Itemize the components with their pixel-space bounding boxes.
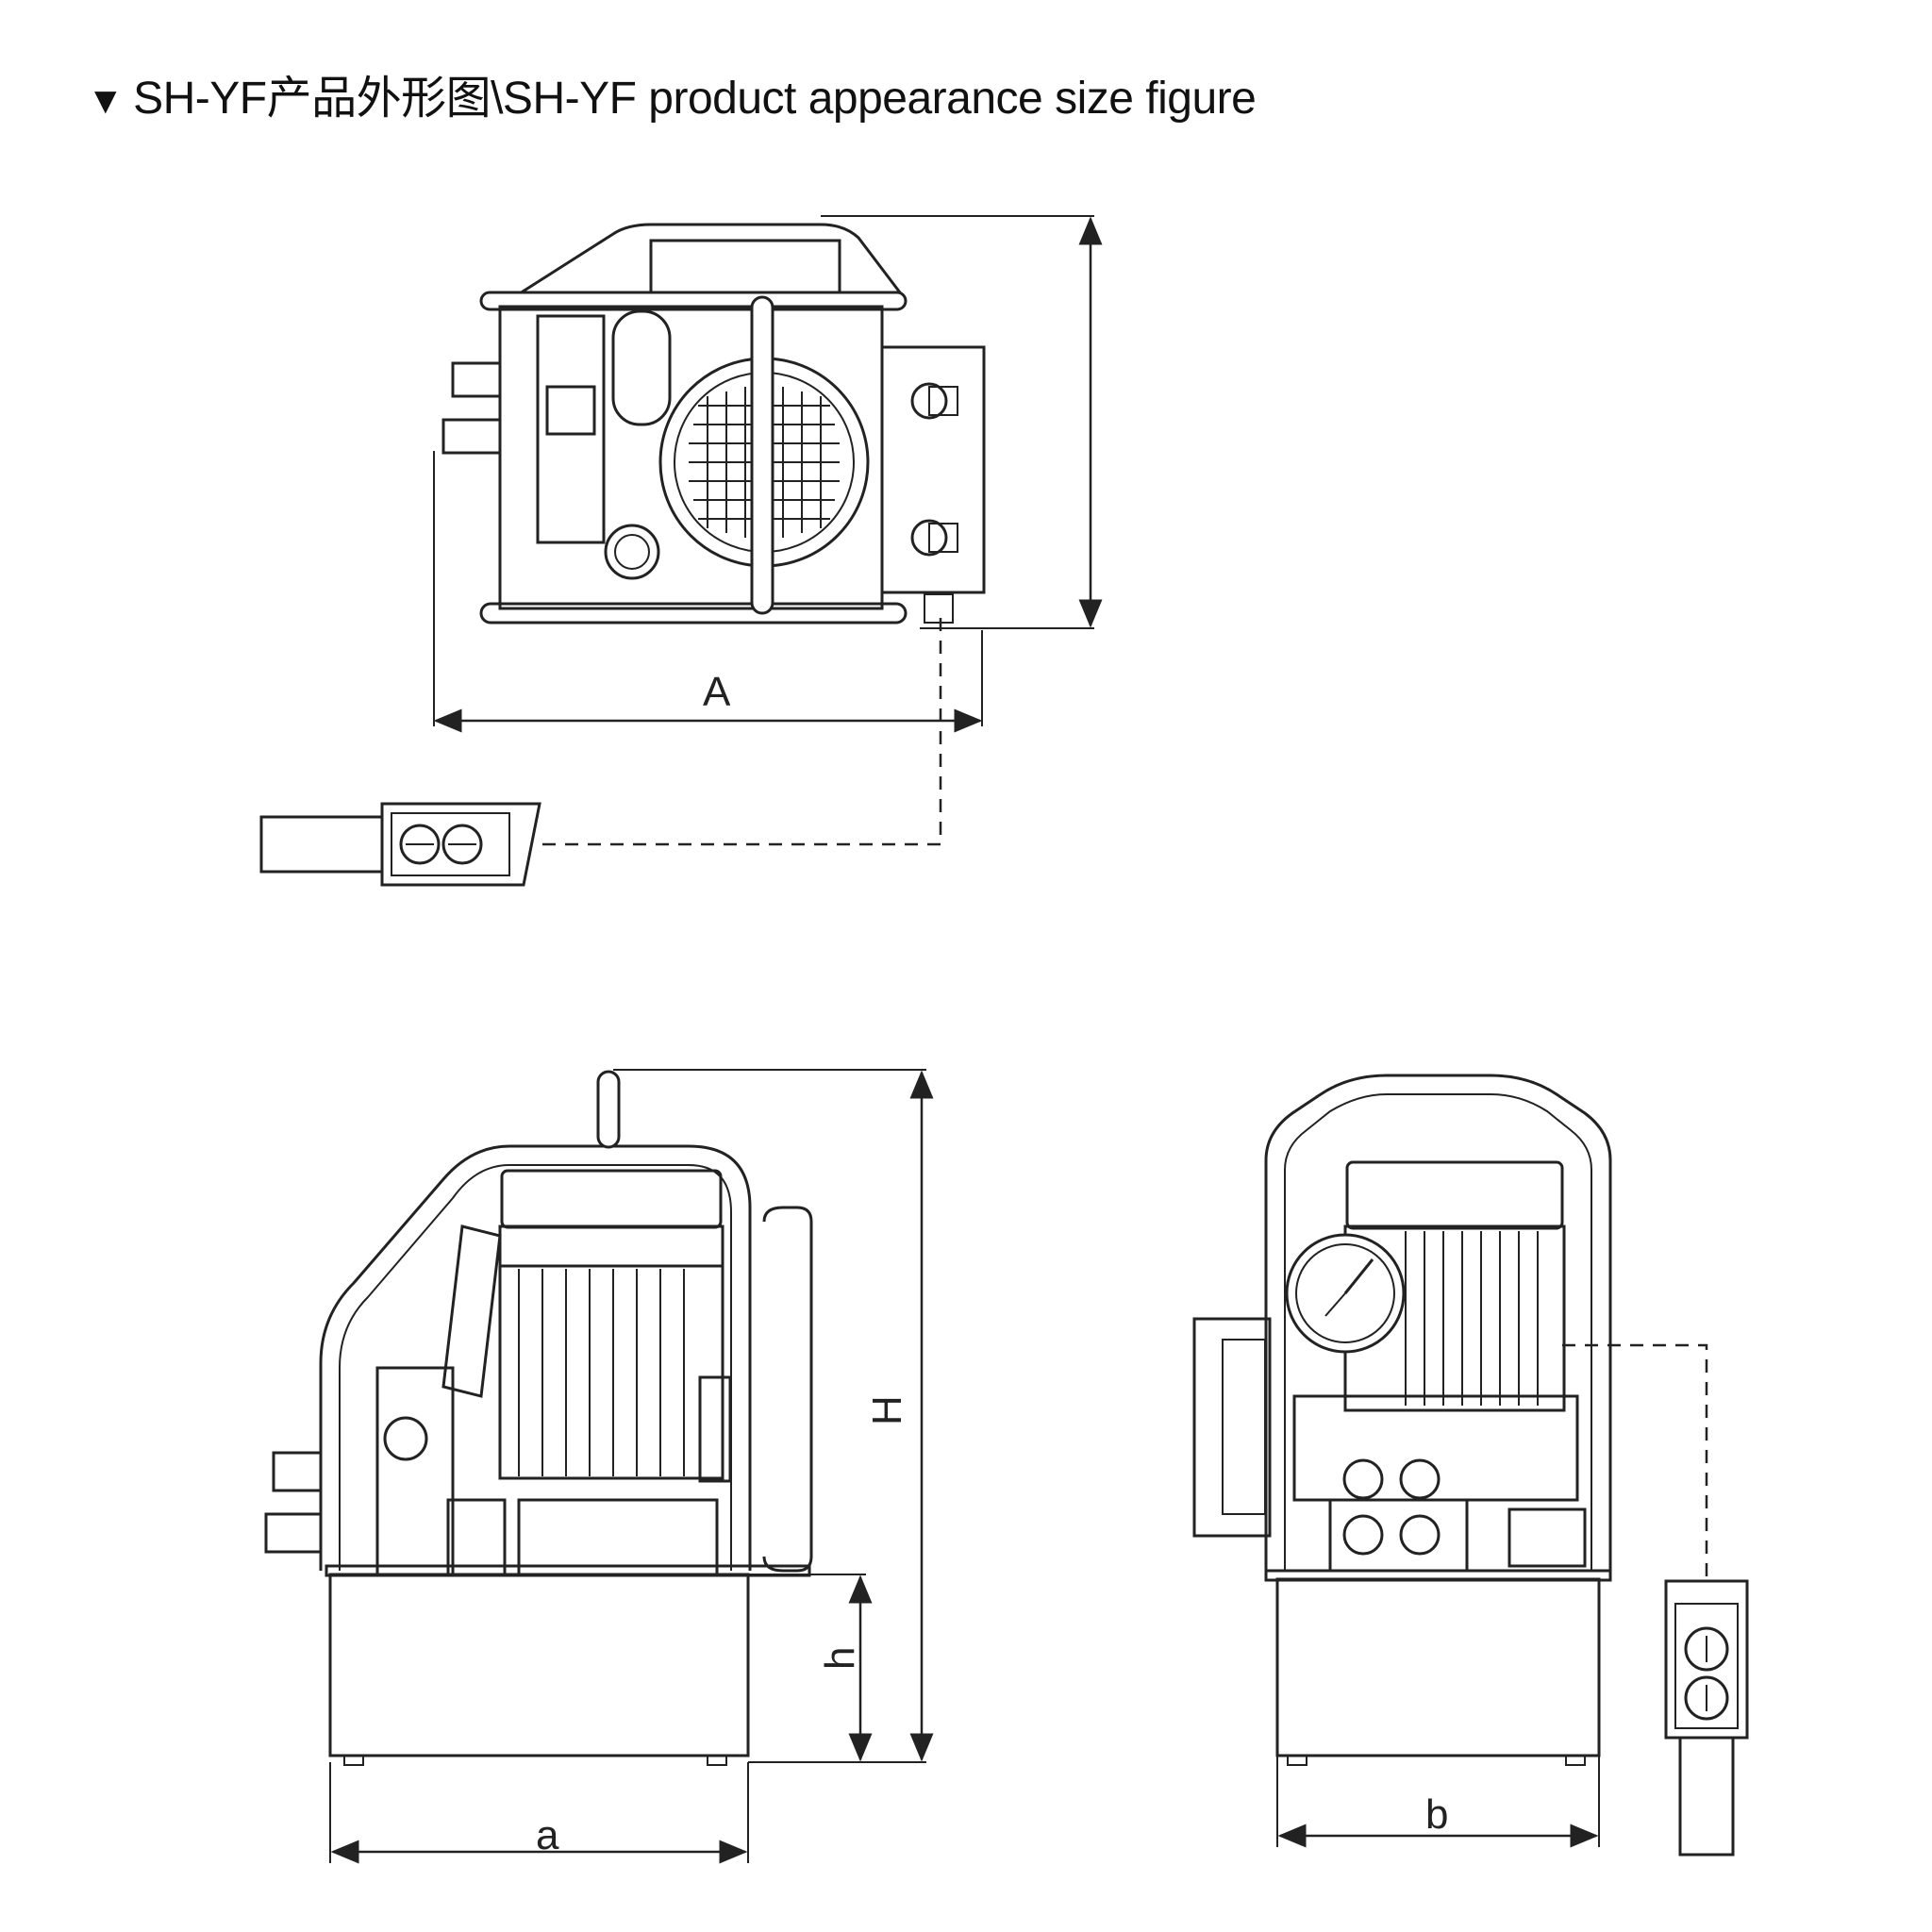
- side-view: [1192, 1074, 1612, 1766]
- pressure-gauge: [1285, 1233, 1406, 1354]
- front-view: [264, 1070, 813, 1766]
- remote-control-top: [259, 802, 541, 887]
- remote-cable-side: [1562, 1343, 1708, 1581]
- dimension-label-a: a: [536, 1812, 559, 1858]
- dimension-label-H: H: [864, 1395, 910, 1425]
- figure-title: ▼SH-YF产品外形图\SH-YF product appearance siz…: [87, 60, 1257, 126]
- dimension-label-b: b: [1425, 1791, 1448, 1838]
- remote-control-side: [1664, 1579, 1749, 1857]
- dimension-label-h: h: [817, 1647, 863, 1670]
- remote-cable: [542, 616, 942, 846]
- title-text: SH-YF产品外形图\SH-YF product appearance size…: [133, 74, 1257, 124]
- triangle-marker-icon: ▼: [87, 80, 125, 122]
- dimension-label-A: A: [703, 669, 731, 715]
- top-view: [441, 223, 986, 625]
